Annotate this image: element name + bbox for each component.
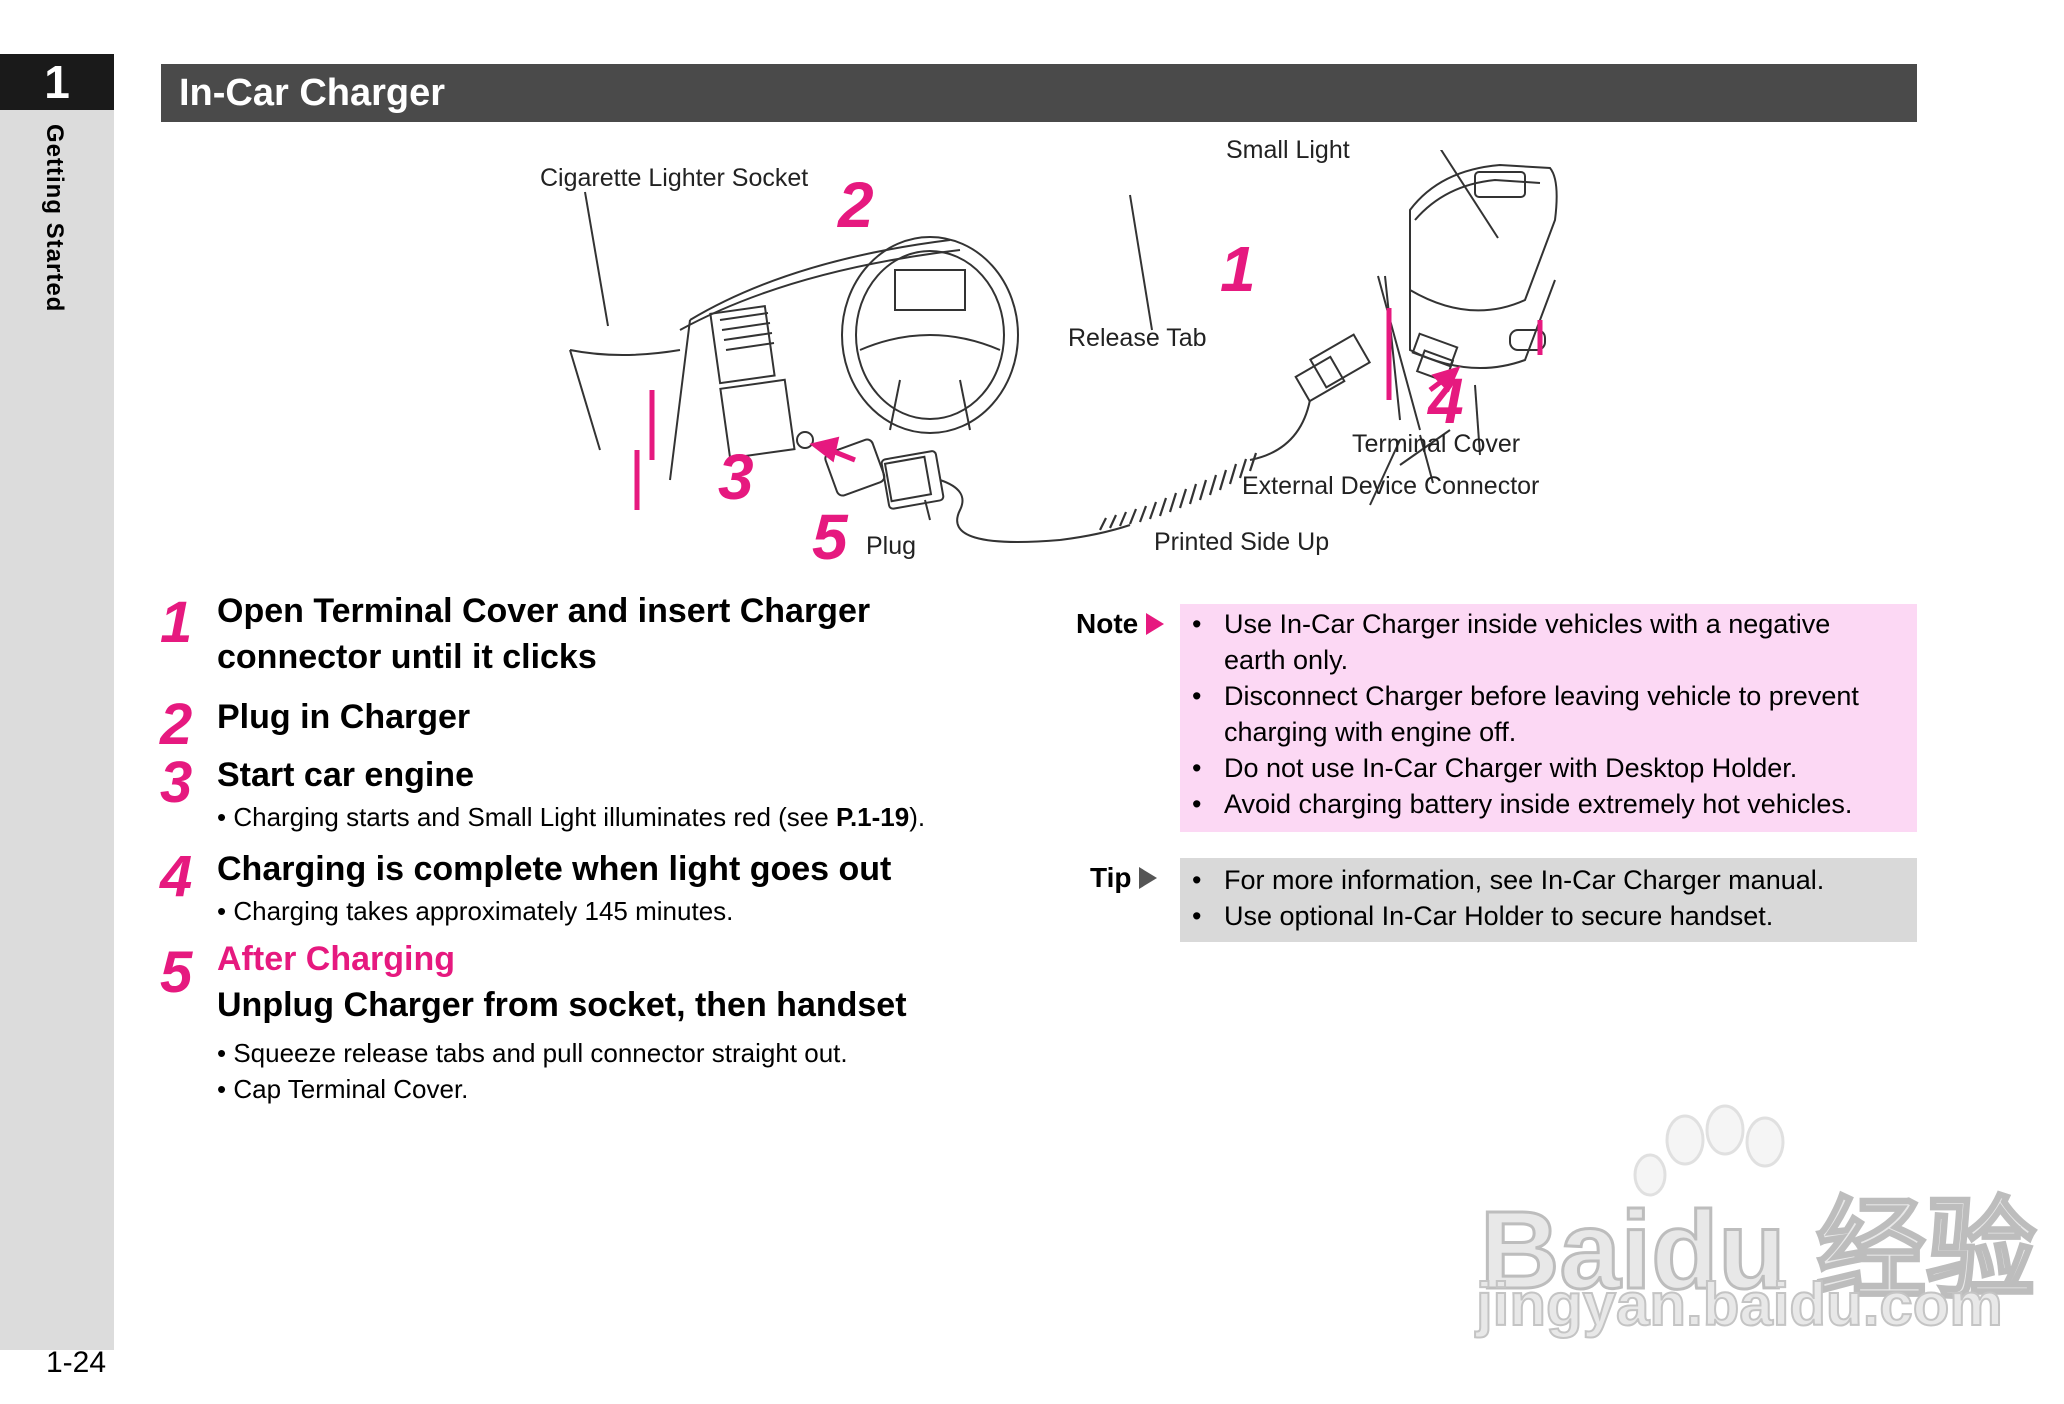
charger-illustration: Cigarette Lighter Socket Small Light Rel… <box>540 136 1560 573</box>
note-box: •Use In-Car Charger inside vehicles with… <box>1180 604 1917 832</box>
watermark-url: jingyan.baidu.com <box>1475 1270 2004 1339</box>
bullet-text: Charging starts and Small Light illumina… <box>233 802 836 832</box>
step-title: Unplug Charger from socket, then handset <box>217 986 907 1024</box>
note-text: Do not use In-Car Charger with Desktop H… <box>1224 753 1798 783</box>
step-subtitle: After Charging <box>217 940 455 978</box>
note-text: Use In-Car Charger inside vehicles with … <box>1224 609 1831 639</box>
paw-logo-icon <box>1633 1104 1785 1197</box>
tip-label-text: Tip <box>1090 862 1132 893</box>
chapter-label: Getting Started <box>41 124 68 313</box>
watermark-du: du <box>1650 1188 1787 1314</box>
step-title-continued: connector until it clicks <box>217 638 597 676</box>
page-number: 1-24 <box>46 1346 107 1379</box>
note-item: •Use In-Car Charger inside vehicles with… <box>1192 606 1830 678</box>
charger-drawing <box>569 150 1558 543</box>
note-item: •Avoid charging battery inside extremely… <box>1192 786 1852 822</box>
note-text: Avoid charging battery inside extremely … <box>1224 789 1853 819</box>
step-bullet: • Squeeze release tabs and pull connecto… <box>217 1038 848 1068</box>
step-number: 2 <box>160 692 193 757</box>
label-release-tab: Release Tab <box>1068 324 1207 352</box>
bullet-text-end: ). <box>909 802 926 832</box>
label-cigarette-socket: Cigarette Lighter Socket <box>540 164 809 192</box>
diagram-number-3: 3 <box>718 441 754 513</box>
step-title: Charging is complete when light goes out <box>217 850 892 888</box>
note-arrow-icon <box>1146 613 1165 635</box>
label-terminal-cover: Terminal Cover <box>1352 430 1521 458</box>
tip-item: •Use optional In-Car Holder to secure ha… <box>1192 898 1773 934</box>
watermark-jingyan: 经验 <box>1815 1188 2038 1314</box>
step-bullet: • Cap Terminal Cover. <box>217 1074 469 1104</box>
label-plug: Plug <box>866 532 917 560</box>
chapter-number: 1 <box>0 54 114 110</box>
page-reference: P.1-19 <box>835 802 910 832</box>
step-bullet: • Charging takes approximately 145 minut… <box>217 896 734 926</box>
section-title-bar: In-Car Charger <box>161 64 1917 122</box>
section-title: In-Car Charger <box>179 72 446 114</box>
note-item: •Disconnect Charger before leaving vehic… <box>1192 678 1859 750</box>
diagram-number-1: 1 <box>1220 233 1256 305</box>
step-number: 5 <box>160 940 193 1005</box>
step-title: Plug in Charger <box>217 698 471 736</box>
note-text-continued: charging with engine off. <box>1224 717 1517 747</box>
chapter-strip <box>0 54 114 1350</box>
step-title: Open Terminal Cover and insert Charger <box>217 592 871 630</box>
watermark-bai: Bai <box>1478 1188 1652 1314</box>
tip-text: For more information, see In-Car Charger… <box>1224 865 1825 895</box>
step-number: 3 <box>160 750 193 815</box>
note-label-text: Note <box>1076 608 1139 639</box>
label-external-connector: External Device Connector <box>1242 472 1540 500</box>
note-item: •Do not use In-Car Charger with Desktop … <box>1192 750 1797 786</box>
bullet-text: Charging takes approximately 145 minutes… <box>233 896 734 926</box>
bullet-text: Cap Terminal Cover. <box>233 1074 469 1104</box>
step-number: 1 <box>160 590 193 655</box>
bullet-text: Squeeze release tabs and pull connector … <box>233 1038 848 1068</box>
tip-item: •For more information, see In-Car Charge… <box>1192 862 1824 898</box>
step-bullet: • Charging starts and Small Light illumi… <box>217 802 926 832</box>
label-printed-side-up: Printed Side Up <box>1154 528 1330 556</box>
tip-box: •For more information, see In-Car Charge… <box>1180 858 1917 942</box>
step-title: Start car engine <box>217 756 474 794</box>
tip-text: Use optional In-Car Holder to secure han… <box>1224 901 1774 931</box>
note-label: Note <box>1076 608 1165 640</box>
step-number: 4 <box>160 844 193 909</box>
diagram-number-5: 5 <box>812 501 848 573</box>
label-small-light: Small Light <box>1226 136 1350 164</box>
tip-arrow-icon <box>1139 867 1158 889</box>
diagram-number-2: 2 <box>838 169 874 241</box>
note-text-continued: earth only. <box>1224 645 1349 675</box>
tip-label: Tip <box>1090 862 1158 894</box>
diagram-number-4: 4 <box>1428 365 1464 437</box>
watermark-logo-text: Baidu 经验 <box>1478 1160 2038 1320</box>
note-text: Disconnect Charger before leaving vehicl… <box>1224 681 1859 711</box>
